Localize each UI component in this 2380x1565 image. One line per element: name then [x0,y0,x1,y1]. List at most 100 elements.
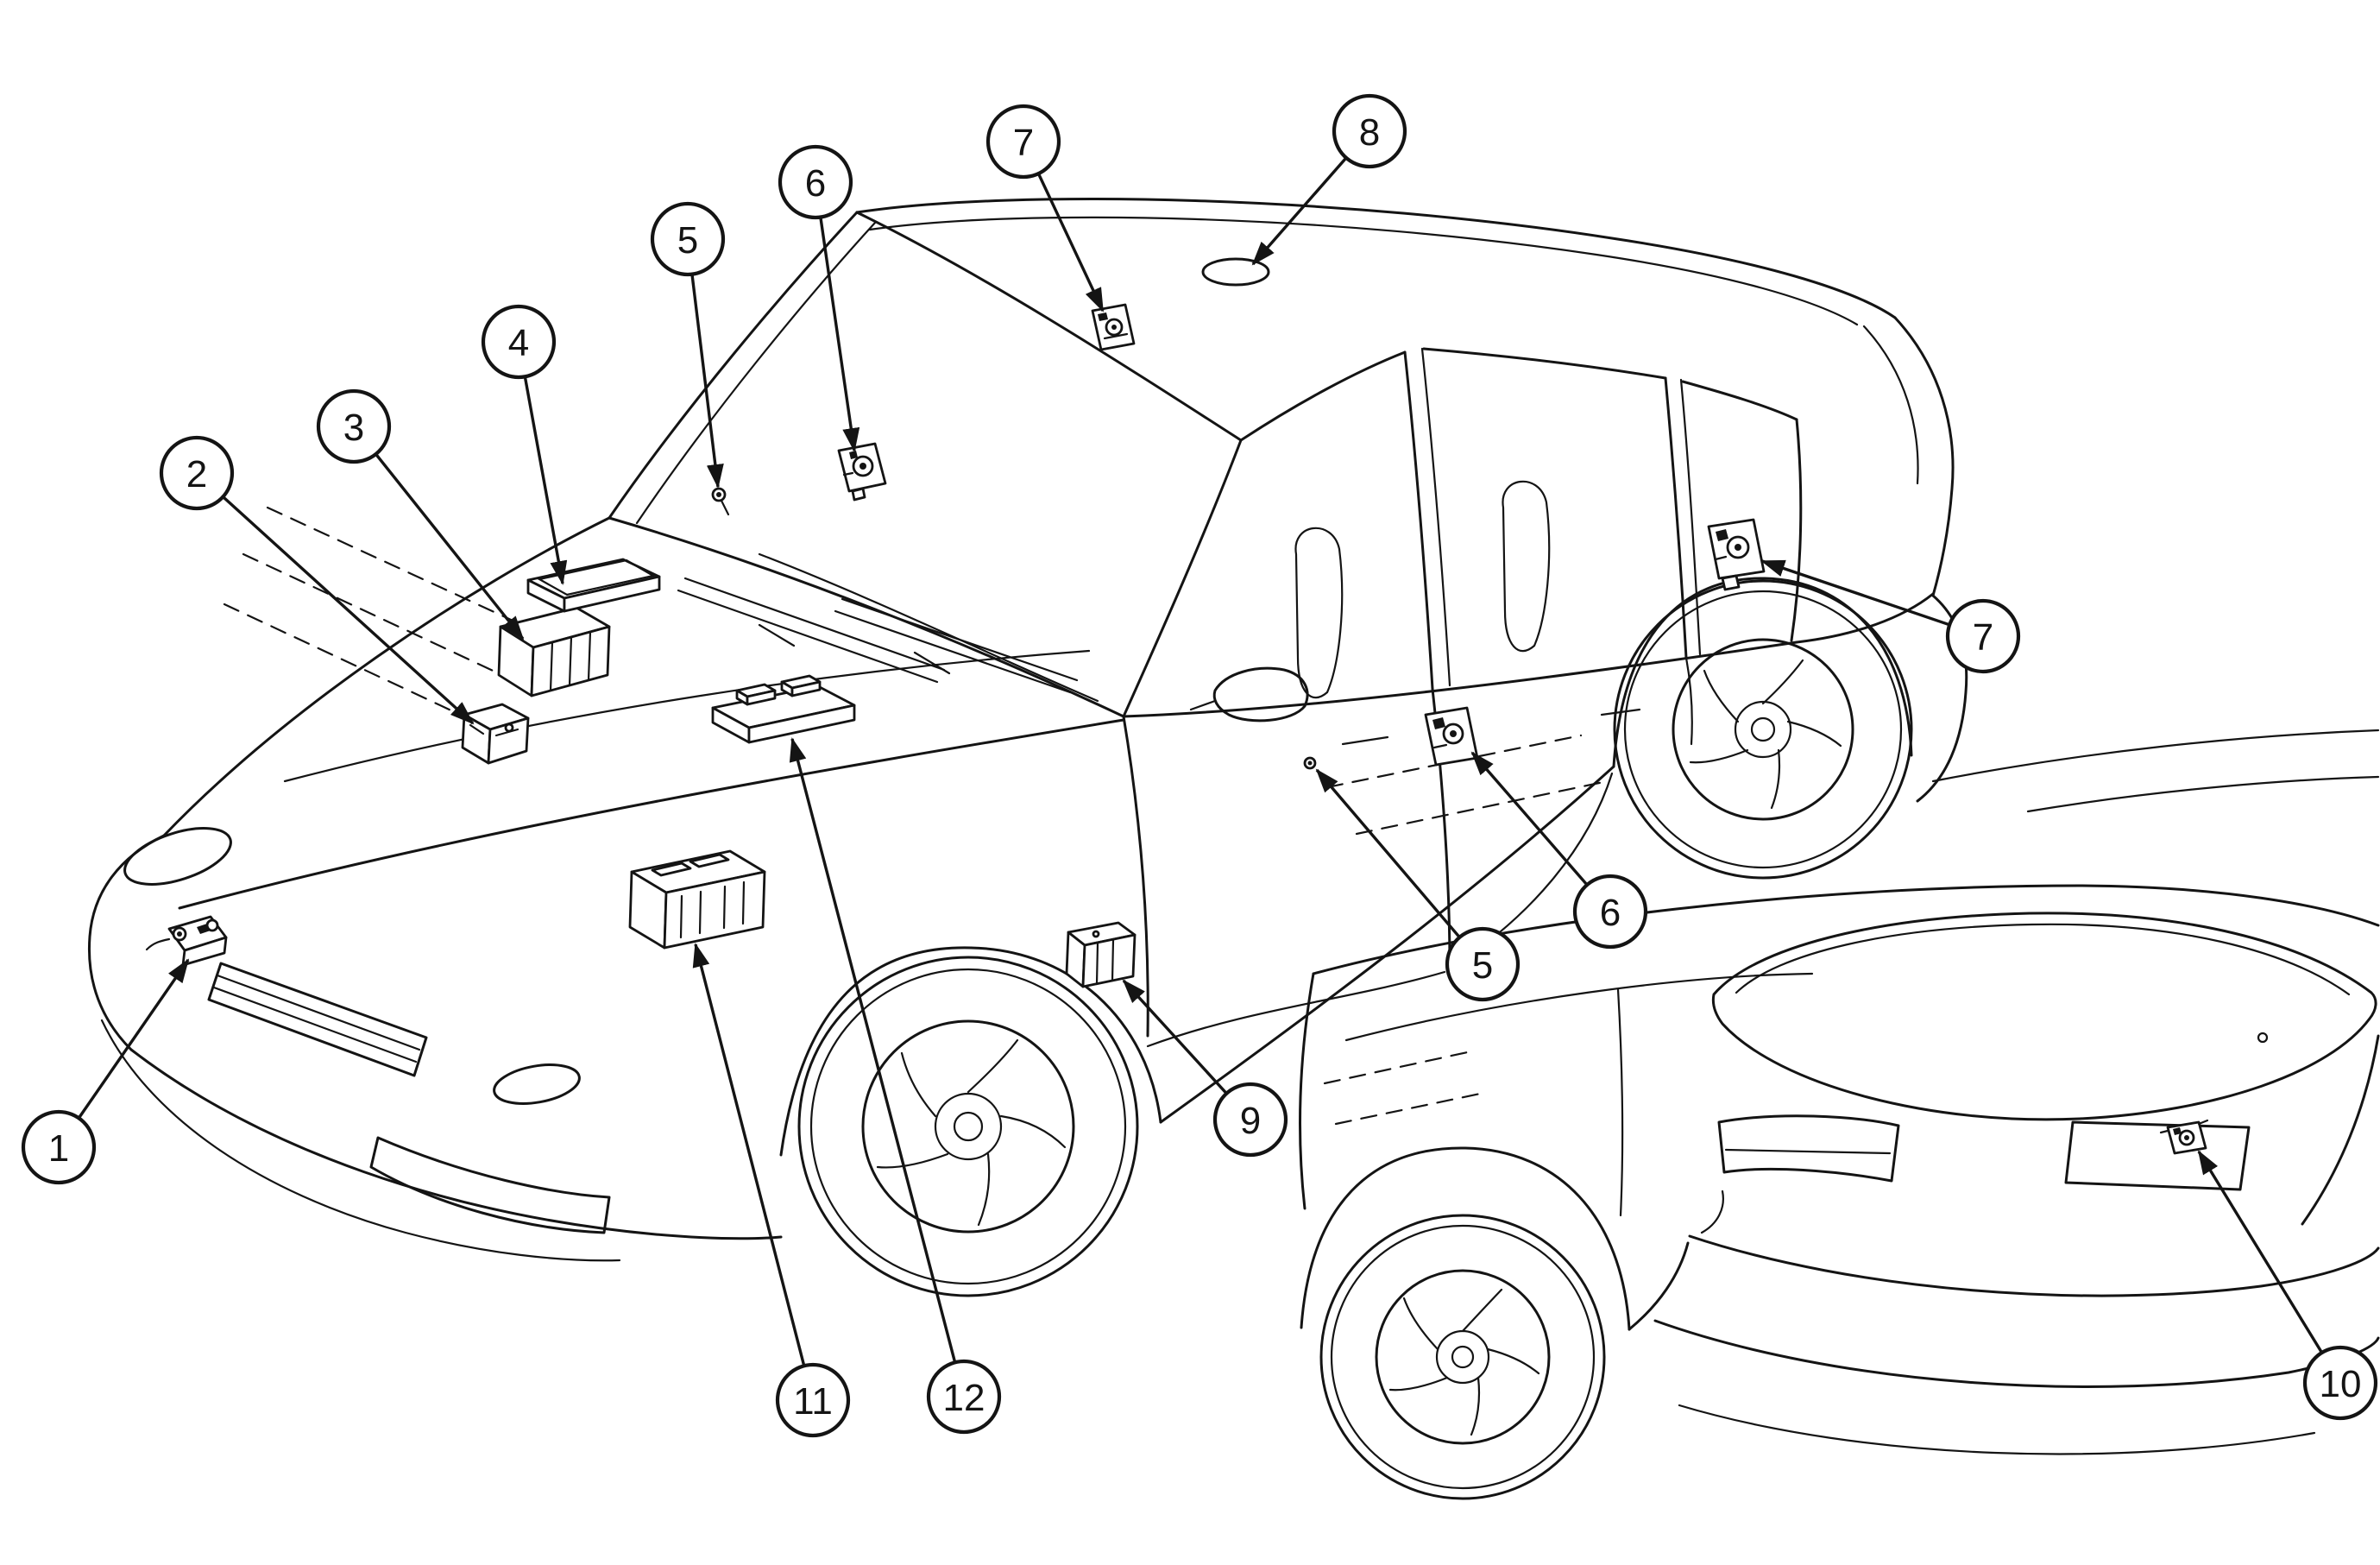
front-wheel-arch [779,946,1162,1157]
callout-leader-line [789,737,957,1363]
callout-circle [481,304,557,380]
component-7b-rear-door-latch [1707,518,1766,591]
callout-leader-line [819,217,860,452]
rear-car-wheel-arch [1300,1146,1631,1331]
callout-circle [1445,926,1521,1002]
rear-car-wheel [1319,1214,1606,1500]
mirror-stalk [1189,699,1217,711]
rear-pillar-inner [1862,325,1919,485]
callout-5: 5 [1315,768,1521,1002]
callout-label: 10 [2320,1363,2362,1405]
callout-7: 7 [1760,559,2021,674]
component-8-roof-antenna-grommet [1201,257,1270,287]
callout-circle [21,1109,97,1185]
wiper-blade-1 [677,589,939,684]
b-pillar-inner [1420,347,1451,687]
front-door-handle [1341,735,1389,746]
callout-4: 4 [481,304,568,585]
rear-glass-edge [1893,316,1955,597]
callout-label: 5 [1472,944,1493,987]
air-dam [369,1136,611,1234]
windshield-right-edge [1122,439,1243,718]
fog-lamp [493,1063,581,1105]
callout-label: 4 [508,322,529,364]
callout-label: 7 [1013,122,1034,164]
rear-glass-base [1931,729,2380,783]
callout-8: 8 [1251,93,1407,266]
rear-bumper-top [1688,1234,2380,1297]
callout-leader-line [1315,768,1461,938]
component-4-flat-module [526,558,661,613]
quarter-window-rear [1790,418,1803,642]
callout-label: 5 [677,219,698,262]
callout-label: 12 [943,1377,985,1419]
callout-10: 10 [2197,1150,2378,1421]
callout-12: 12 [789,737,1002,1435]
callout-6: 6 [778,144,860,452]
bumper-lower-lip [100,1019,621,1262]
headlight [123,827,232,886]
front-wheel [797,956,1139,1297]
front-door-bottom [1146,970,1446,1048]
callout-leader-line [1470,751,1589,887]
parcel-shelf-line [2026,775,2380,813]
callout-7: 7 [985,104,1105,312]
callout-circle [1332,93,1407,169]
grille [207,962,428,1077]
callout-9: 9 [1122,979,1288,1158]
callout-leader-line [2197,1150,2324,1354]
callout-circle [316,388,392,464]
bumper-gap-line [1700,1190,1724,1234]
component-10-trunk-latch [2159,1119,2209,1155]
c-pillar-inner [1679,378,1702,656]
wiper-blade-1b [683,577,946,672]
callout-leader-line [1251,156,1348,266]
callout-circle [1945,598,2021,674]
front-seat [1294,527,1344,699]
callout-1: 1 [21,958,190,1185]
callout-label: 6 [1600,892,1621,934]
rear-wheel-arch [1612,577,1913,768]
front-door-seam [1122,715,1149,1038]
component-6-front-door-latch [837,442,887,502]
callout-leader-line [1036,173,1105,312]
rear-bumper-lower [1678,1404,2316,1455]
trunk-lid [1711,912,2377,1121]
callout-leader-line [375,453,525,641]
trunk-lock-cylinder [2257,1032,2269,1044]
hatch-line-3 [223,603,469,720]
callout-leader-line [1760,559,1950,627]
component-6b-rear-door-latch-lower [1424,706,1479,767]
hatch-line-6 [1323,1050,1473,1085]
rear-deck [1795,592,1935,644]
callout-label: 8 [1359,111,1380,154]
wiper-arm-2 [913,651,951,675]
hood-crease [283,649,1091,783]
callout-11: 11 [692,943,851,1438]
rear-window-top [1422,347,1667,380]
c-pillar-seam [1684,656,1693,746]
rear-bumper-mid [1653,1319,2380,1388]
callout-circle [1212,1082,1288,1158]
hood-left-edge [162,516,611,837]
grille-slat-2 [212,986,418,1063]
callout-leader-line [692,943,806,1366]
component-5b-door-sensor [1303,756,1317,770]
component-12-body-module [711,674,856,744]
grille-slat-1 [216,974,421,1051]
callout-circle [2302,1345,2378,1421]
trunk-lid-seam [1735,923,2351,996]
quarter-seam [1616,988,1624,1217]
callout-3: 3 [316,388,525,641]
component-9-wheelhouse-module [1065,921,1136,988]
callout-circle [926,1359,1002,1435]
callout-circle [159,435,235,511]
rear-wheel [1613,579,1913,880]
wiper-arm-1 [758,623,796,647]
hatch-line-1 [266,506,599,661]
b-pillar [1403,350,1434,691]
component-5-cowl-sensor [711,487,730,516]
